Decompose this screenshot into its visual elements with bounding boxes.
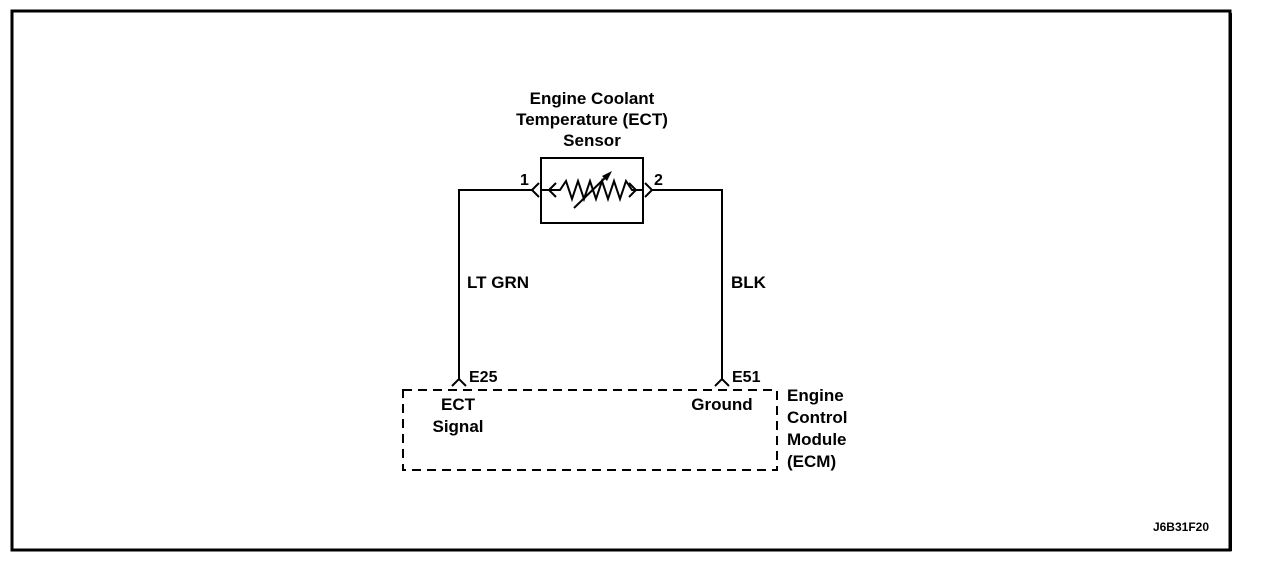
- sensor-pin-2: 2: [654, 172, 663, 189]
- wire-color-left: LT GRN: [467, 273, 529, 292]
- ecm-module-line-3: Module: [787, 430, 847, 449]
- ecm-signal-line-1: ECT: [441, 395, 476, 414]
- wire-lt-grn: [458, 189, 532, 379]
- wire-color-right: BLK: [731, 273, 767, 292]
- ecm-module-line-1: Engine: [787, 386, 844, 405]
- sensor-connector-left: [530, 182, 540, 198]
- ecm-box: [402, 389, 778, 471]
- thermistor-arrow-head: [602, 171, 612, 181]
- sensor-pin-1: 1: [520, 172, 529, 189]
- thermistor-symbol: [541, 173, 643, 209]
- figure-code: J6B31F20: [1153, 520, 1209, 534]
- ecm-ground-label: Ground: [691, 395, 752, 414]
- ecm-connector-e25: [451, 377, 467, 387]
- sensor-connector-right: [644, 182, 654, 198]
- sensor-title-line-3: Sensor: [563, 131, 621, 150]
- ecm-terminal-e51: E51: [732, 369, 761, 386]
- sensor-title-line-1: Engine Coolant: [530, 89, 655, 108]
- wire-blk: [652, 189, 723, 379]
- ecm-module-line-4: (ECM): [787, 452, 836, 471]
- sensor-title-line-2: Temperature (ECT): [516, 110, 668, 129]
- ecm-connector-e51: [714, 377, 730, 387]
- ecm-terminal-e25: E25: [469, 369, 498, 386]
- ecm-module-line-2: Control: [787, 408, 847, 427]
- ecm-signal-line-2: Signal: [432, 417, 483, 436]
